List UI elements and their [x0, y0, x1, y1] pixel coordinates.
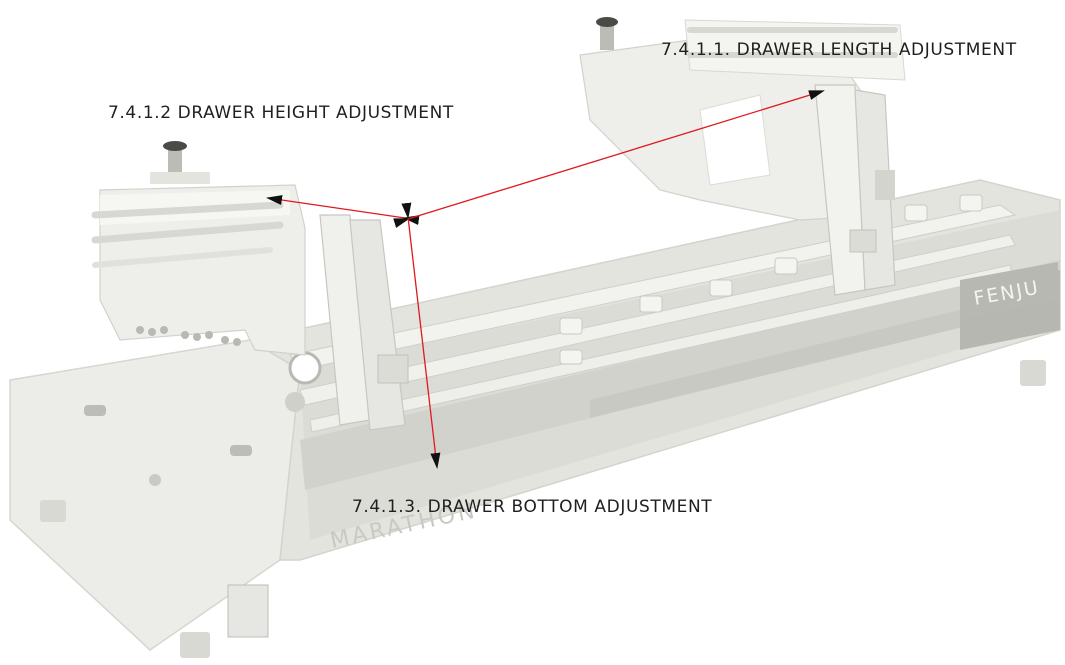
length-arrow: [393, 90, 825, 228]
fenju-logo: FENJU: [960, 262, 1058, 320]
drawer-height-label: 7.4.1.2 DRAWER HEIGHT ADJUSTMENT: [108, 103, 454, 123]
drawer-length-label: 7.4.1.1. DRAWER LENGTH ADJUSTMENT: [661, 40, 1017, 60]
drawer-bottom-label: 7.4.1.3. DRAWER BOTTOM ADJUSTMENT: [352, 497, 713, 517]
height-arrow: [266, 195, 420, 225]
left-carriage: [91, 141, 409, 431]
adjustment-arrows: [266, 90, 825, 469]
bottom-arrow: [401, 202, 441, 469]
